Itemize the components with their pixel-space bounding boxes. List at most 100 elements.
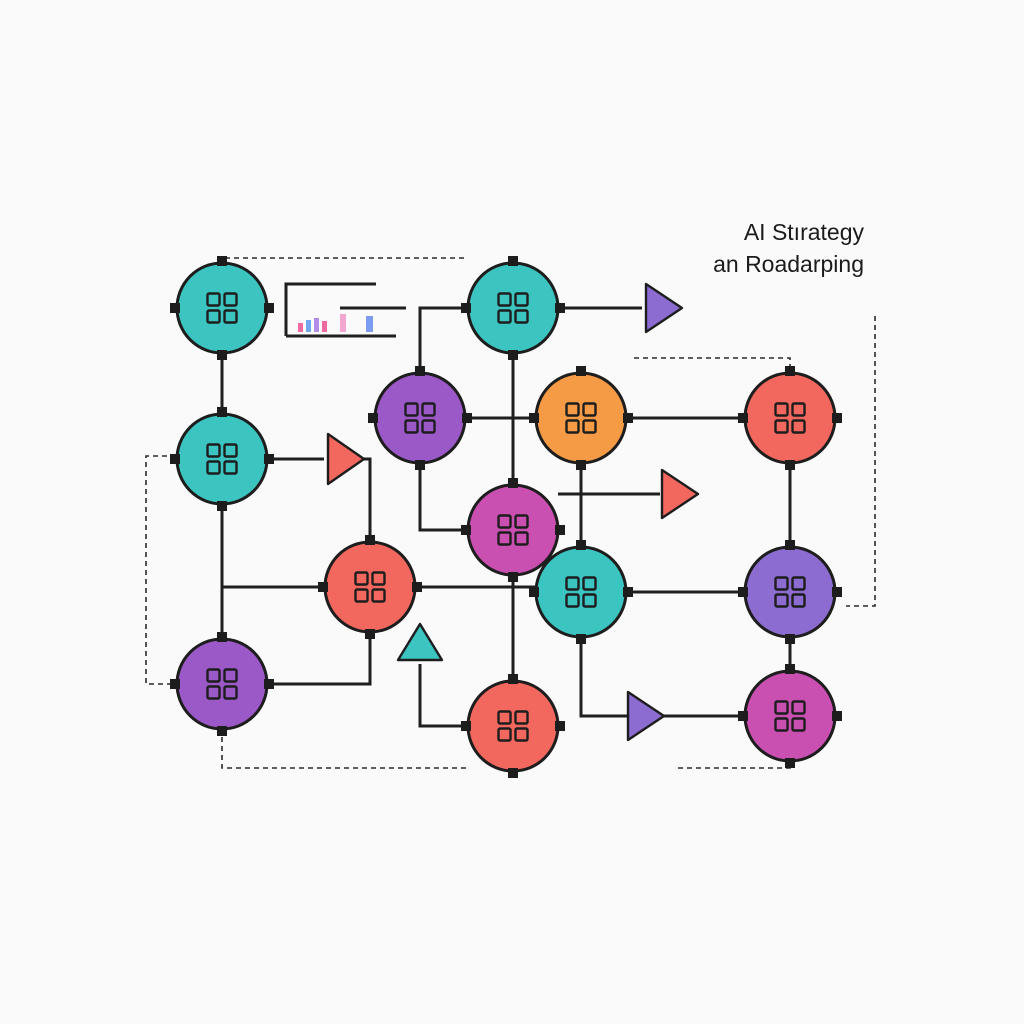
grid-icon-cell bbox=[421, 402, 436, 417]
node-port bbox=[623, 587, 633, 597]
node-port bbox=[555, 721, 565, 731]
node-circle bbox=[466, 483, 560, 577]
node-port bbox=[508, 572, 518, 582]
grid-icon-cell bbox=[565, 419, 580, 434]
grid-icon-cell bbox=[497, 727, 512, 742]
node-port bbox=[217, 256, 227, 266]
node-circle bbox=[175, 412, 269, 506]
node-port bbox=[529, 413, 539, 423]
node-port bbox=[217, 632, 227, 642]
node-port bbox=[555, 525, 565, 535]
connector bbox=[360, 457, 372, 543]
grid-icon-cell bbox=[354, 571, 369, 586]
node-circle bbox=[743, 371, 837, 465]
arrow-right-icon bbox=[660, 468, 700, 520]
diagram-node bbox=[738, 664, 842, 768]
node-circle bbox=[175, 637, 269, 731]
node-port bbox=[576, 460, 586, 470]
node-port bbox=[217, 350, 227, 360]
connector bbox=[418, 462, 466, 532]
diagram-node bbox=[529, 366, 633, 470]
node-port bbox=[785, 540, 795, 550]
dashed-guide-bottom-right bbox=[678, 760, 791, 769]
dashed-guide-right bbox=[846, 316, 876, 607]
node-port bbox=[576, 634, 586, 644]
grid-icon-cell bbox=[354, 588, 369, 603]
grid-icon-cell bbox=[206, 443, 221, 458]
node-port bbox=[264, 454, 274, 464]
node-port bbox=[170, 303, 180, 313]
diagram-node bbox=[738, 540, 842, 644]
node-port bbox=[264, 679, 274, 689]
diagram-node bbox=[461, 478, 565, 582]
mini-bar bbox=[366, 316, 373, 332]
node-port bbox=[217, 501, 227, 511]
grid-icon-cell bbox=[565, 402, 580, 417]
grid-icon-cell bbox=[791, 717, 806, 732]
diagram-node bbox=[461, 256, 565, 360]
node-port bbox=[832, 413, 842, 423]
grid-icon-cell bbox=[223, 443, 238, 458]
node-port bbox=[623, 413, 633, 423]
node-port bbox=[555, 303, 565, 313]
grid-icon-cell bbox=[223, 309, 238, 324]
grid-icon-cell bbox=[206, 685, 221, 700]
mini-bar bbox=[314, 318, 319, 332]
diagram-title-line-2: an Roadarping bbox=[713, 251, 864, 277]
grid-icon-cell bbox=[514, 309, 529, 324]
grid-icon-cell bbox=[206, 309, 221, 324]
grid-icon bbox=[206, 292, 238, 324]
grid-icon-cell bbox=[404, 402, 419, 417]
grid-icon-cell bbox=[791, 419, 806, 434]
node-circle bbox=[373, 371, 467, 465]
grid-icon-cell bbox=[206, 460, 221, 475]
grid-icon-cell bbox=[582, 419, 597, 434]
grid-icon-cell bbox=[582, 593, 597, 608]
node-port bbox=[415, 366, 425, 376]
node-port bbox=[170, 454, 180, 464]
node-port bbox=[576, 540, 586, 550]
grid-icon-cell bbox=[497, 292, 512, 307]
grid-icon-cell bbox=[206, 668, 221, 683]
diagram-node bbox=[461, 674, 565, 778]
node-port bbox=[832, 711, 842, 721]
grid-icon-cell bbox=[223, 668, 238, 683]
grid-icon-cell bbox=[791, 700, 806, 715]
node-port bbox=[785, 366, 795, 376]
grid-icon-cell bbox=[497, 514, 512, 529]
node-port bbox=[785, 634, 795, 644]
node-port bbox=[461, 721, 471, 731]
grid-icon bbox=[354, 571, 386, 603]
node-port bbox=[217, 407, 227, 417]
diagram-node bbox=[170, 256, 274, 360]
diagram-node bbox=[170, 632, 274, 736]
node-port bbox=[832, 587, 842, 597]
grid-icon bbox=[774, 402, 806, 434]
grid-icon bbox=[565, 402, 597, 434]
node-port bbox=[368, 413, 378, 423]
connector bbox=[266, 632, 372, 686]
node-port bbox=[365, 629, 375, 639]
node-circle bbox=[534, 371, 628, 465]
grid-icon-cell bbox=[371, 588, 386, 603]
node-port bbox=[785, 664, 795, 674]
grid-icon-cell bbox=[404, 419, 419, 434]
grid-icon-cell bbox=[514, 710, 529, 725]
grid-icon-cell bbox=[223, 460, 238, 475]
node-port bbox=[217, 726, 227, 736]
grid-icon-cell bbox=[497, 309, 512, 324]
grid-icon-cell bbox=[421, 419, 436, 434]
diagram-node bbox=[529, 540, 633, 644]
dashed-guide-left bbox=[145, 455, 176, 685]
node-port bbox=[738, 413, 748, 423]
grid-icon bbox=[497, 292, 529, 324]
node-port bbox=[462, 413, 472, 423]
grid-icon-cell bbox=[791, 593, 806, 608]
connectors bbox=[220, 282, 792, 728]
grid-icon bbox=[404, 402, 436, 434]
node-port bbox=[738, 711, 748, 721]
node-port bbox=[170, 679, 180, 689]
node-port bbox=[461, 303, 471, 313]
node-port bbox=[264, 303, 274, 313]
mini-bar bbox=[340, 314, 346, 332]
